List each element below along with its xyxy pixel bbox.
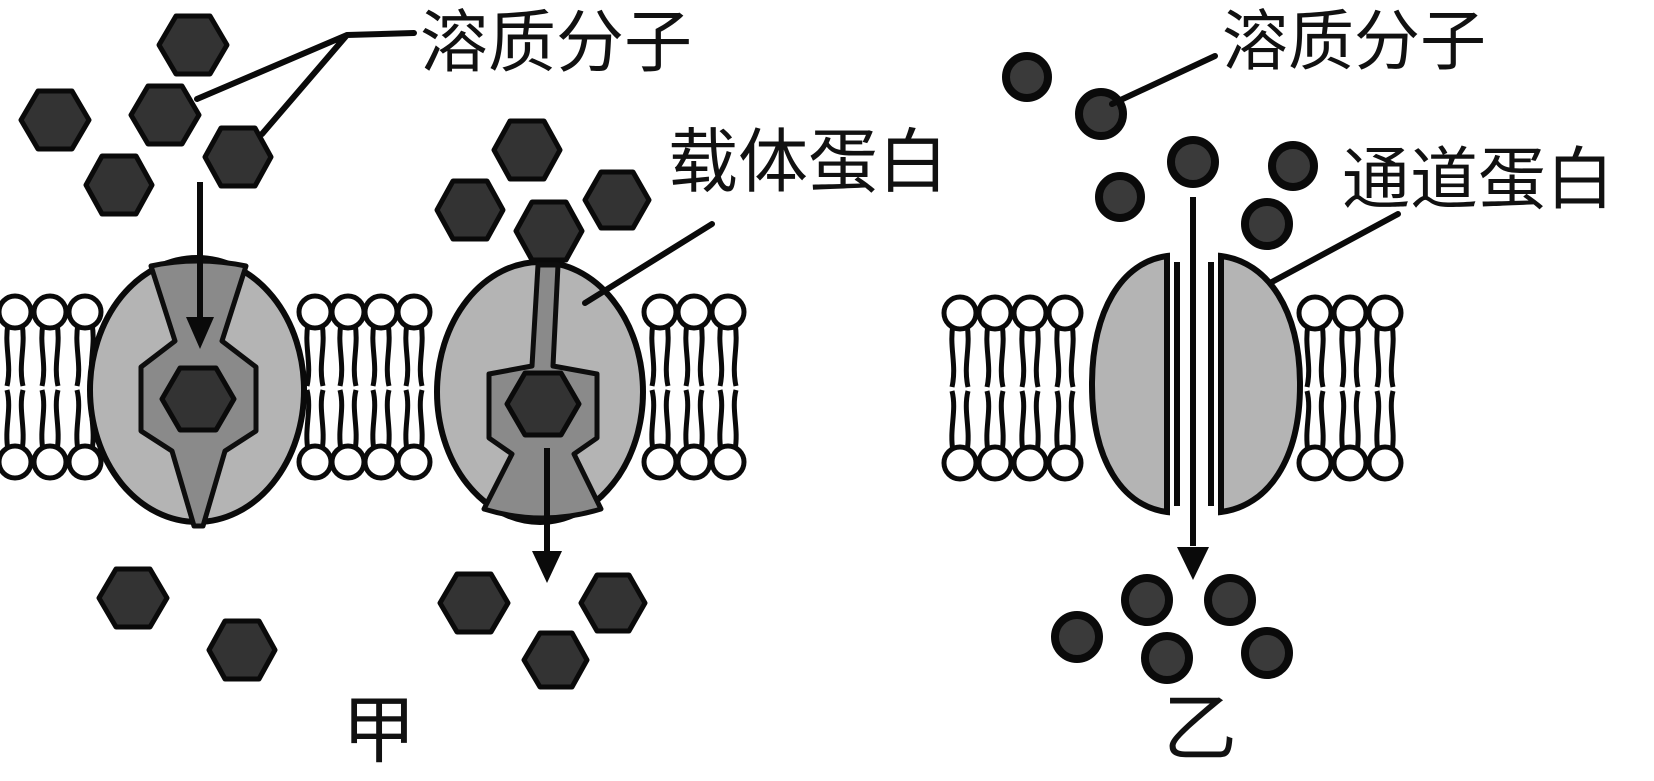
solute-hexagon-in-carrier-1 xyxy=(159,365,237,433)
phospholipid xyxy=(1014,391,1046,479)
phospholipid xyxy=(1369,391,1401,479)
phospholipid xyxy=(644,296,676,386)
solute-hexagon xyxy=(491,118,563,182)
phospholipid xyxy=(398,390,430,478)
solute-hexagon xyxy=(96,566,170,630)
solute-label-pointer-right xyxy=(1109,53,1218,107)
phospholipid xyxy=(944,391,976,479)
solute-circle xyxy=(1241,627,1293,679)
phospholipid xyxy=(332,296,364,386)
phospholipid xyxy=(678,390,710,478)
phospholipid xyxy=(712,296,744,386)
phospholipid xyxy=(979,297,1011,387)
phospholipid xyxy=(979,391,1011,479)
phospholipid xyxy=(1369,297,1401,387)
channel-protein-left-lobe xyxy=(1088,252,1170,516)
left-diagram xyxy=(0,13,744,690)
transport-arrow-out-of-carrier-2 xyxy=(532,448,562,583)
phospholipid xyxy=(678,296,710,386)
phospholipid xyxy=(1299,297,1331,387)
solute-hexagon xyxy=(128,83,202,147)
arrowhead-icon xyxy=(532,551,562,583)
solute-circle xyxy=(1051,611,1103,663)
phospholipid xyxy=(365,390,397,478)
phospholipid xyxy=(398,296,430,386)
solute-circle xyxy=(1075,88,1127,140)
phospholipid xyxy=(644,390,676,478)
solute-circle xyxy=(1121,574,1173,626)
right-diagram-caption: 乙 xyxy=(1163,687,1237,770)
solute-circle xyxy=(1167,136,1219,188)
phospholipid xyxy=(332,390,364,478)
solute-circle xyxy=(1141,632,1193,684)
solute-hexagon xyxy=(206,618,278,682)
channel-label-pointer xyxy=(1267,211,1401,286)
right-diagram xyxy=(944,52,1401,684)
left-diagram-caption: 甲 xyxy=(342,689,416,772)
channel-protein-label: 通道蛋白 xyxy=(1342,142,1614,218)
solute-circle xyxy=(1204,574,1256,626)
phospholipid xyxy=(365,296,397,386)
channel-protein xyxy=(1088,252,1304,516)
phospholipid xyxy=(1334,297,1366,387)
solute-label-left: 溶质分子 xyxy=(420,5,692,81)
channel-protein-right-lobe xyxy=(1218,252,1304,516)
phospholipid xyxy=(1299,391,1331,479)
solute-circle xyxy=(1095,172,1145,222)
carrier-protein-label: 载体蛋白 xyxy=(668,123,948,201)
solute-hexagon xyxy=(434,178,506,242)
solute-circle xyxy=(1268,141,1318,191)
solute-molecules-right-below xyxy=(1051,574,1293,684)
solute-hexagon xyxy=(582,169,652,231)
solute-hexagon xyxy=(156,13,230,77)
phospholipid xyxy=(0,296,31,386)
phospholipid xyxy=(944,297,976,387)
solute-label-right: 溶质分子 xyxy=(1222,4,1486,78)
solute-hexagon xyxy=(202,125,274,189)
transport-arrow-into-carrier-1 xyxy=(186,182,214,349)
phospholipid xyxy=(0,390,31,478)
arrowhead-icon xyxy=(186,317,214,349)
solute-hexagon xyxy=(83,153,155,217)
phospholipid xyxy=(34,390,66,478)
solute-hexagon xyxy=(18,88,92,152)
phospholipid xyxy=(1049,297,1081,387)
arrowhead-icon xyxy=(1177,547,1209,580)
solute-hexagon xyxy=(521,630,590,690)
solute-label-pointer-left xyxy=(194,30,417,137)
phospholipid xyxy=(1334,391,1366,479)
carrier-protein-1 xyxy=(87,255,307,529)
carrier-protein-2 xyxy=(434,259,646,525)
solute-molecules-left-above xyxy=(18,13,652,263)
solute-hexagon xyxy=(437,571,511,635)
solute-molecules-right-above xyxy=(1002,52,1318,250)
solute-circle xyxy=(1002,52,1052,102)
solute-circle xyxy=(1241,198,1293,250)
phospholipid xyxy=(712,390,744,478)
phospholipid-bilayer-right xyxy=(944,297,1401,479)
solute-hexagon-in-carrier-2 xyxy=(504,370,582,438)
solute-hexagon xyxy=(578,572,648,634)
phospholipid xyxy=(1049,391,1081,479)
carrier-label-pointer xyxy=(582,221,715,306)
transport-arrow-through-channel xyxy=(1177,197,1209,580)
solute-molecules-left-below xyxy=(96,566,648,690)
solute-hexagon-at-carrier-mouth xyxy=(513,199,585,263)
phospholipid xyxy=(34,296,66,386)
phospholipid xyxy=(1014,297,1046,387)
